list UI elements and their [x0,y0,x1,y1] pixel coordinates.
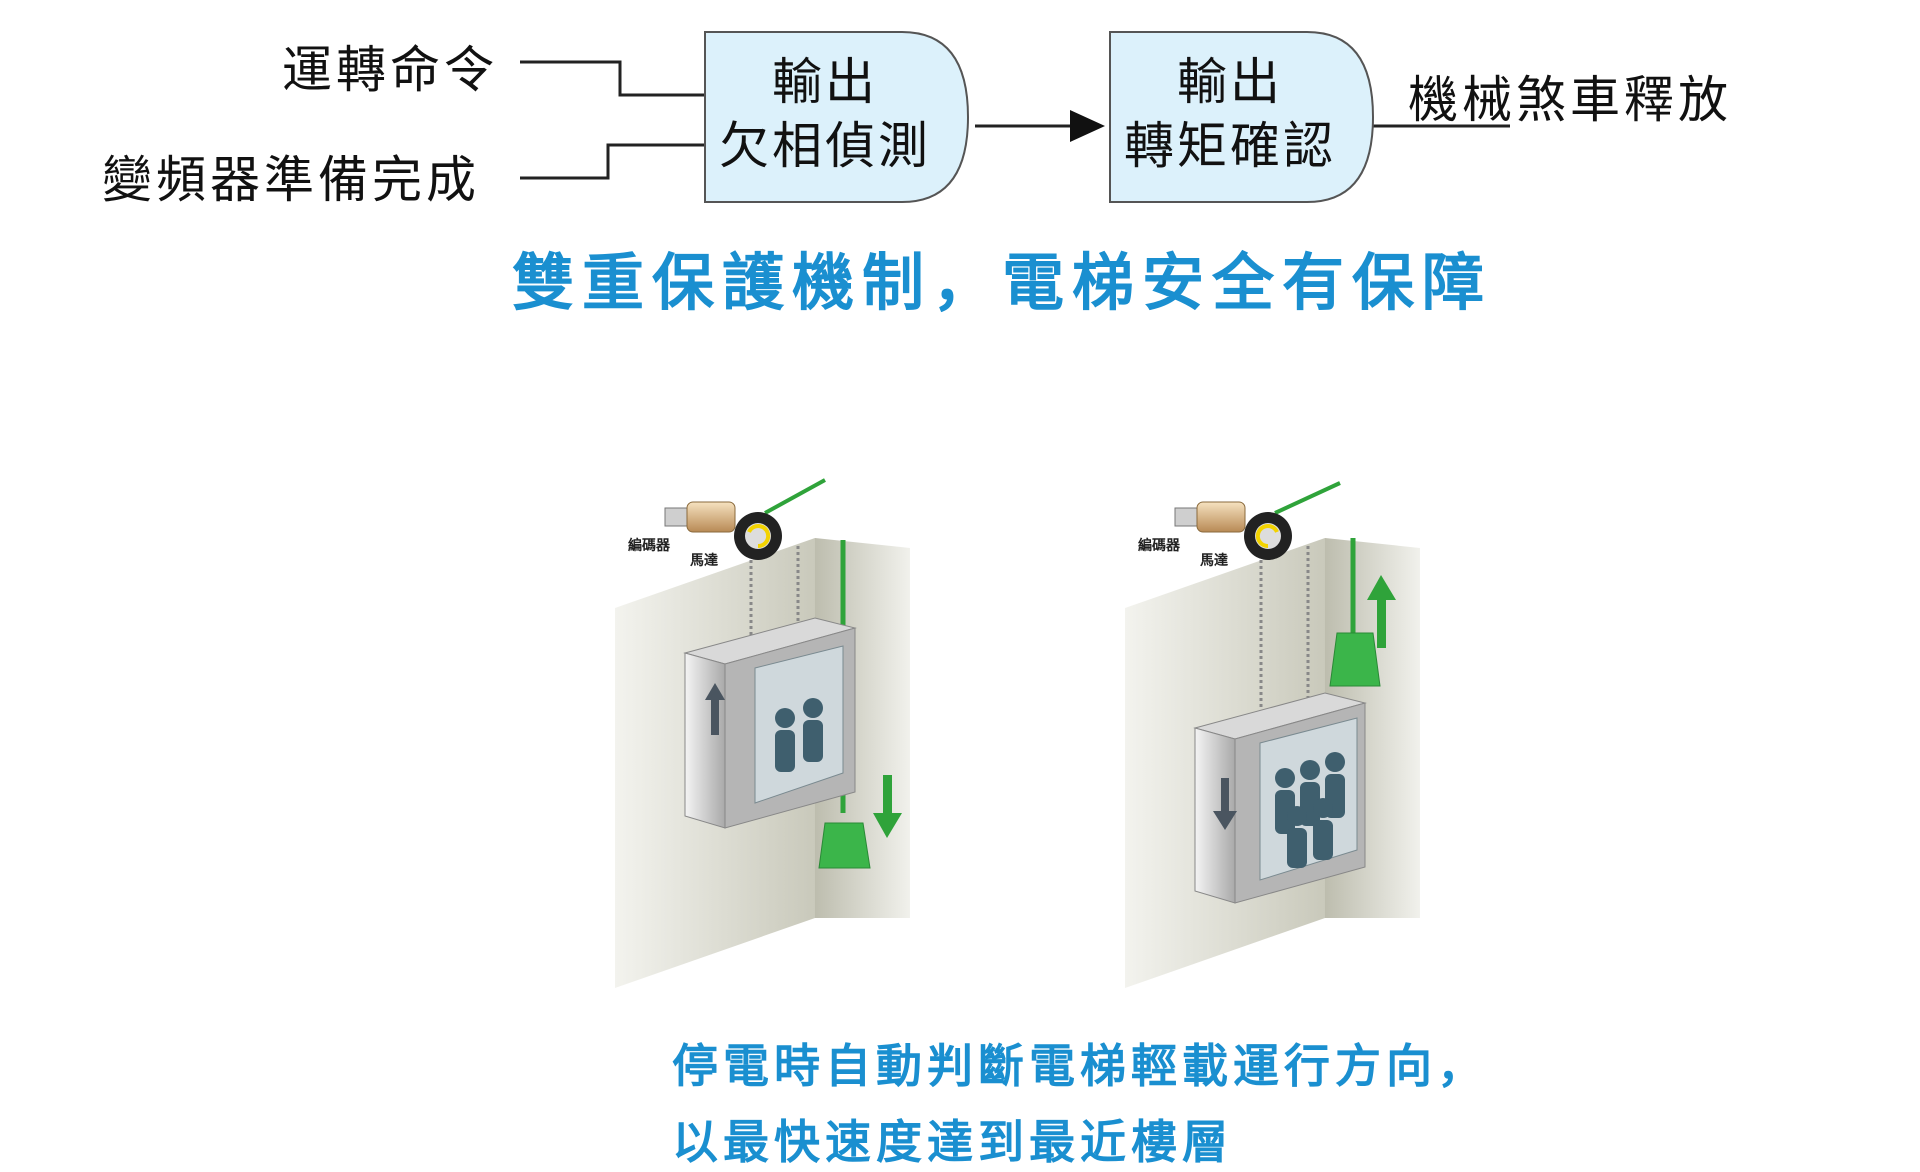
rotation-arrow-icon [1255,524,1279,549]
drive-rope [764,478,826,515]
encoder-icon [1174,507,1198,527]
passenger-icon-5 [1313,798,1333,818]
car-up-arrow-icon [705,683,725,700]
passenger-icon [1275,768,1295,788]
headline: 雙重保護機制，電梯安全有保障 [512,246,1493,319]
counterweight-icon [1329,632,1381,687]
counterweight-icon [818,822,871,869]
drive-rope [1274,481,1341,515]
wire-input-1 [520,60,705,97]
car-front [684,652,726,829]
gate-1-line2: 欠相偵測 [719,117,931,175]
input-run-command: 運轉命令 [282,41,498,99]
gate-1-line1: 輸出 [772,53,878,111]
passenger-icon-4 [1287,806,1307,826]
car-down-arrow-icon [1221,778,1229,813]
input-inverter-ready: 變頻器準備完成 [102,151,480,209]
elevator-1-svg [615,478,910,988]
encoder-icon [664,507,688,527]
passenger-icon-3 [1325,752,1345,772]
gate-2: 輸出 轉矩確認 [1110,50,1350,178]
elevator-illustration-1 [615,478,935,998]
passenger-icon [775,708,795,728]
arrow-head-icon [1070,110,1105,142]
caption-line-2: 以最快速度達到最近樓層 [672,1115,1233,1169]
encoder-label-2: 編碼器 [1138,538,1180,554]
output-brake-release: 機械煞車釋放 [1408,71,1732,129]
caption-line-1: 停電時自動判斷電梯輕載運行方向， [672,1039,1488,1093]
encoder-label-1: 編碼器 [628,538,670,554]
passenger-icon-2 [1300,760,1320,780]
gate-2-shape [1109,31,1375,203]
elevator-illustration-2 [1125,478,1445,998]
gate-1-shape [704,31,970,203]
motor-icon [686,501,736,533]
weight-up-arrow-icon [1377,598,1386,648]
motor-label-1: 馬達 [690,553,718,569]
gate-2-line1: 輸出 [1177,53,1283,111]
gate-2-line2: 轉矩確認 [1124,117,1336,175]
rotation-arrow-icon [747,524,771,549]
gate-1: 輸出 欠相偵測 [705,50,945,178]
motor-label-2: 馬達 [1200,553,1228,569]
weight-down-arrow-icon [883,775,892,815]
wire-input-2 [520,143,705,180]
elevator-2-svg [1125,481,1420,988]
flow-connectors [520,31,1510,203]
motor-icon [1196,501,1246,533]
passenger-icon-2 [803,698,823,718]
